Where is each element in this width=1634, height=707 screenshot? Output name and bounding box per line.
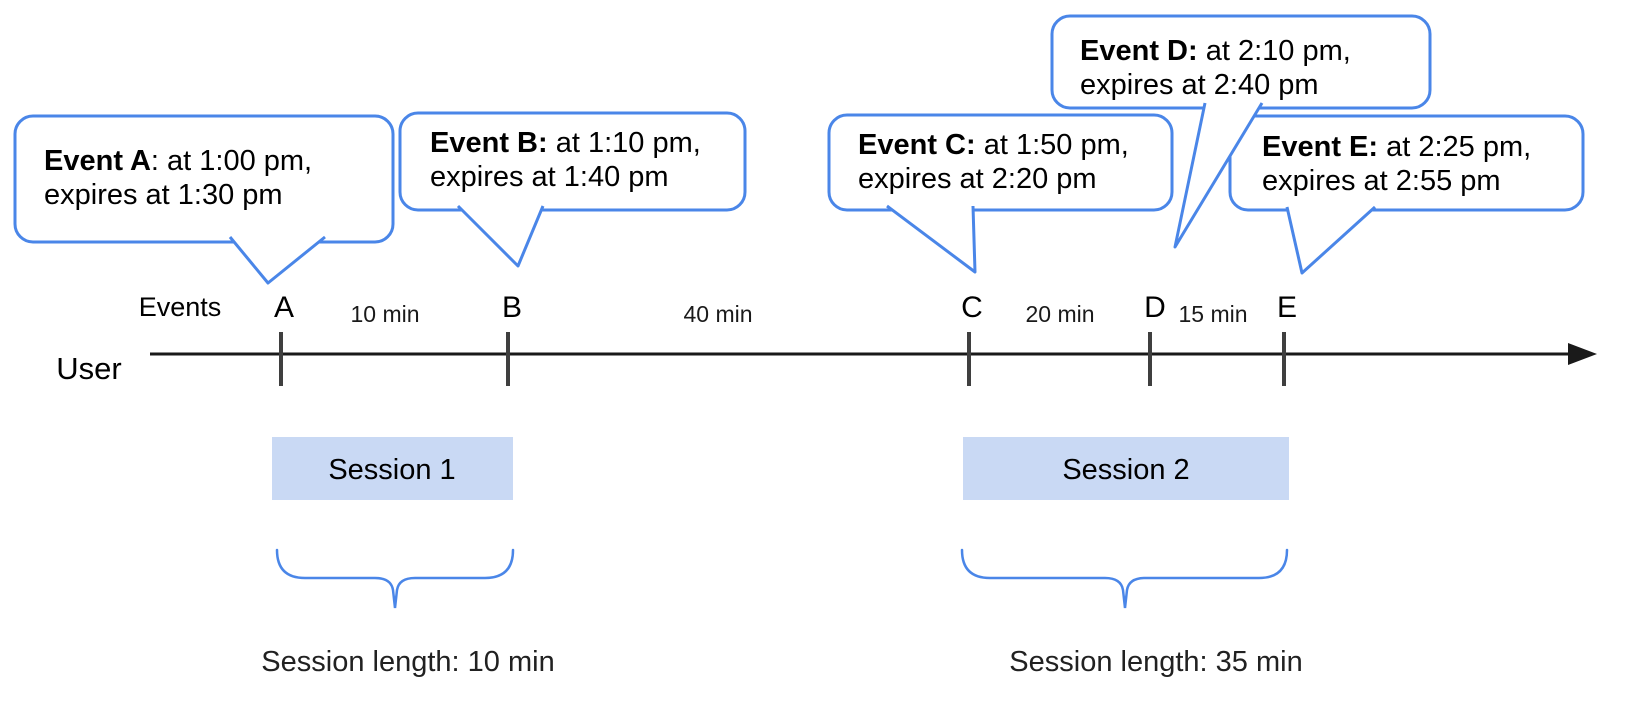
- event-e-callout-text-line1: Event E: at 2:25 pm,: [1262, 131, 1531, 163]
- events-axis-label: Events: [139, 292, 222, 322]
- user-actor-label: User: [56, 351, 121, 386]
- session-2-bar: [963, 437, 1289, 500]
- event-b-tick-label: B: [502, 291, 522, 324]
- event-e-callout: Event E: at 2:25 pm, expires at 2:55 pm: [1228, 114, 1585, 275]
- event-e-callout-bubble: [1228, 114, 1585, 212]
- timeline-arrowhead-icon: [1568, 343, 1597, 365]
- event-e-callout-text-line2: expires at 2:55 pm: [1262, 165, 1501, 197]
- event-a-callout-tail: [228, 235, 326, 285]
- event-a-tick-label: A: [274, 291, 294, 324]
- session-2-label: Session 2: [1062, 454, 1189, 486]
- event-a-callout-text-line1: Event A: at 1:00 pm,: [44, 145, 312, 177]
- event-d-callout: Event D: at 2:10 pm, expires at 2:40 pm: [1050, 14, 1432, 249]
- session-2-length-label: Session length: 35 min: [1009, 646, 1302, 678]
- event-c-callout-tail: [886, 204, 977, 274]
- interval-label-a-b: 10 min: [350, 301, 419, 327]
- session-2-brace: [960, 548, 1289, 609]
- event-b-callout-tail: [456, 204, 545, 268]
- event-a-callout-text-line2: expires at 1:30 pm: [44, 179, 283, 211]
- event-c-callout: Event C: at 1:50 pm, expires at 2:20 pm: [827, 113, 1174, 274]
- interval-label-c-d: 20 min: [1025, 301, 1094, 327]
- event-d-callout-text-line2: expires at 2:40 pm: [1080, 69, 1319, 101]
- session-1-bar: [272, 437, 513, 500]
- session-1-brace: [275, 548, 515, 609]
- session-2: Session 2 Session length: 35 min: [960, 437, 1303, 678]
- event-e-callout-tail: [1285, 205, 1377, 275]
- event-c-callout-text-line2: expires at 2:20 pm: [858, 163, 1097, 195]
- event-b-callout: Event B: at 1:10 pm, expires at 1:40 pm: [398, 111, 747, 268]
- event-e-tick-label: E: [1277, 291, 1297, 324]
- event-c-tick-label: C: [961, 291, 983, 324]
- event-b-callout-text-line1: Event B: at 1:10 pm,: [430, 127, 701, 159]
- interval-label-b-c: 40 min: [683, 301, 752, 327]
- event-c-callout-bubble: [827, 113, 1174, 212]
- session-1-length-label: Session length: 10 min: [261, 646, 554, 678]
- session-1: Session 1 Session length: 10 min: [261, 437, 555, 678]
- event-b-callout-text-line2: expires at 1:40 pm: [430, 161, 669, 193]
- event-d-callout-text-line1: Event D: at 2:10 pm,: [1080, 35, 1351, 67]
- event-c-callout-text-line1: Event C: at 1:50 pm,: [858, 129, 1129, 161]
- session-1-label: Session 1: [328, 454, 455, 486]
- event-a-callout: Event A: at 1:00 pm, expires at 1:30 pm: [13, 114, 395, 285]
- event-d-tick-label: D: [1144, 291, 1166, 324]
- event-a-callout-bubble: [13, 114, 395, 244]
- interval-label-d-e: 15 min: [1178, 301, 1247, 327]
- timeline: Events User A B C D E 10 min 40 min 20 m…: [56, 291, 1597, 386]
- event-b-callout-bubble: [398, 111, 747, 212]
- event-d-callout-tail: [1173, 102, 1264, 249]
